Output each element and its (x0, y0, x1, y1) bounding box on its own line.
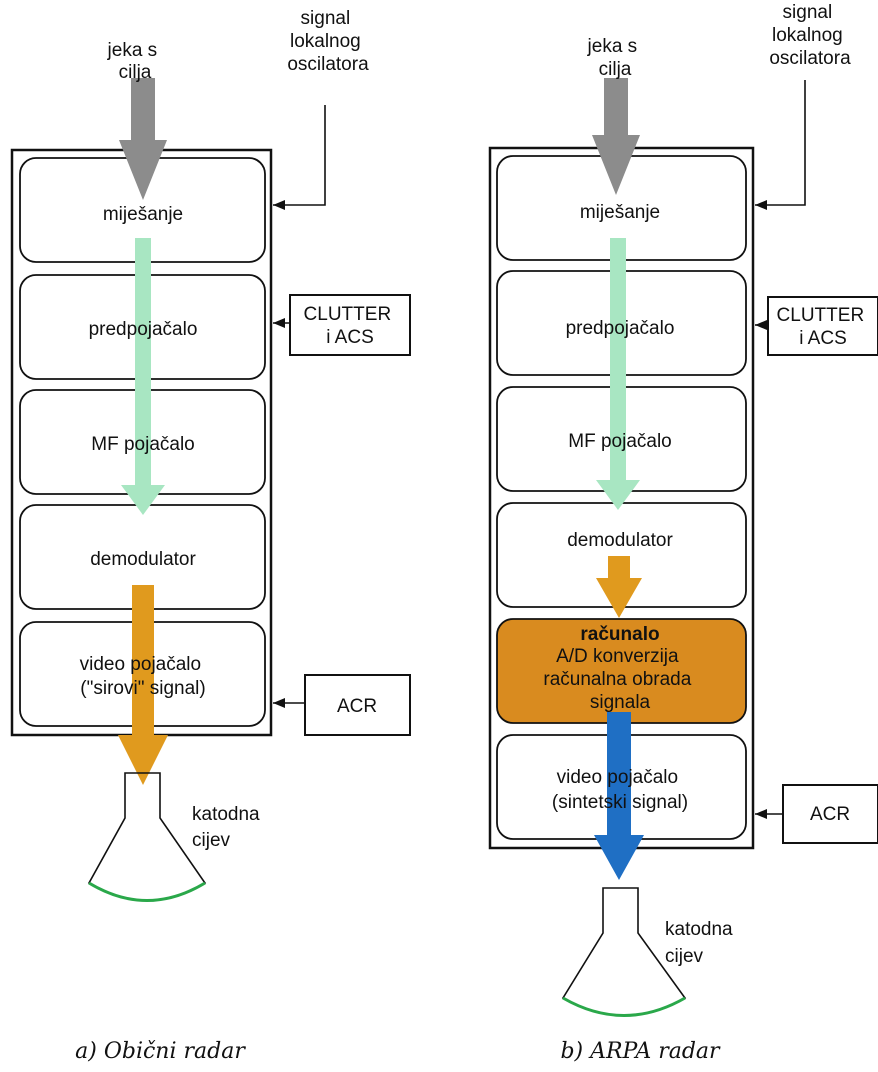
oscillator-arrowhead (755, 200, 767, 210)
oscillator-label: signal lokalnog oscilatora (769, 2, 851, 69)
diagram-b-arpa-radar: jeka s cilja signal lokalnog oscilatora … (488, 2, 878, 1064)
preamp-label: predpojačalo (89, 319, 198, 340)
caption-b: b) ARPA radar (560, 1039, 721, 1064)
crt-label: katodna cijev (192, 804, 265, 851)
oscillator-line (755, 80, 806, 206)
video-signal-arrow (596, 556, 642, 618)
acr-label: ACR (810, 804, 850, 825)
acr-arrowhead (755, 809, 767, 819)
clutter-arrowhead (273, 318, 285, 328)
clutter-acs-box (289, 294, 411, 356)
video-signal-arrow (118, 585, 168, 785)
acr-box (304, 674, 411, 736)
if-signal-arrow (596, 238, 640, 510)
clutter-acs-label: CLUTTER i ACS (304, 304, 397, 348)
clutter-acs-box (767, 296, 878, 356)
caption-a: a) Obični radar (75, 1039, 246, 1064)
demodulator-label: demodulator (567, 530, 673, 551)
computer-lines: A/D konverzija računalna obrada signala (543, 646, 696, 713)
acr-arrowhead (273, 698, 285, 708)
if-amp-label: MF pojačalo (568, 431, 672, 452)
oscillator-label: signal lokalnog oscilatora (287, 8, 369, 75)
video-amp-label: video pojačalo ("sirovi" signal) (80, 654, 207, 699)
video-amp-label: video pojačalo (sintetski signal) (552, 767, 688, 813)
if-amp-label: MF pojačalo (91, 434, 195, 455)
crt-screen (88, 881, 206, 902)
synthetic-signal-arrow (594, 712, 644, 880)
clutter-acs-label: CLUTTER i ACS (777, 305, 870, 349)
echo-arrow (592, 78, 640, 195)
preamp-label: predpojačalo (566, 318, 675, 339)
clutter-arrowhead (755, 320, 767, 330)
crt-tube (87, 772, 207, 902)
echo-arrow (119, 78, 167, 200)
if-signal-arrow (121, 238, 165, 515)
diagram-a-ordinary-radar: jeka s cilja signal lokalnog oscilatora … (10, 8, 411, 1064)
acr-box (782, 784, 878, 844)
oscillator-line (273, 105, 326, 206)
acr-label: ACR (337, 696, 377, 717)
crt-screen (562, 996, 686, 1017)
oscillator-arrowhead (273, 200, 285, 210)
computer-title: računalo (580, 624, 659, 645)
mixing-label: miješanje (580, 202, 660, 223)
demodulator-label: demodulator (90, 549, 196, 570)
echo-label: jeka s cilja (107, 40, 163, 83)
crt-label: katodna cijev (665, 919, 738, 967)
echo-label: jeka s cilja (587, 36, 643, 80)
mixing-label: miješanje (103, 204, 183, 225)
